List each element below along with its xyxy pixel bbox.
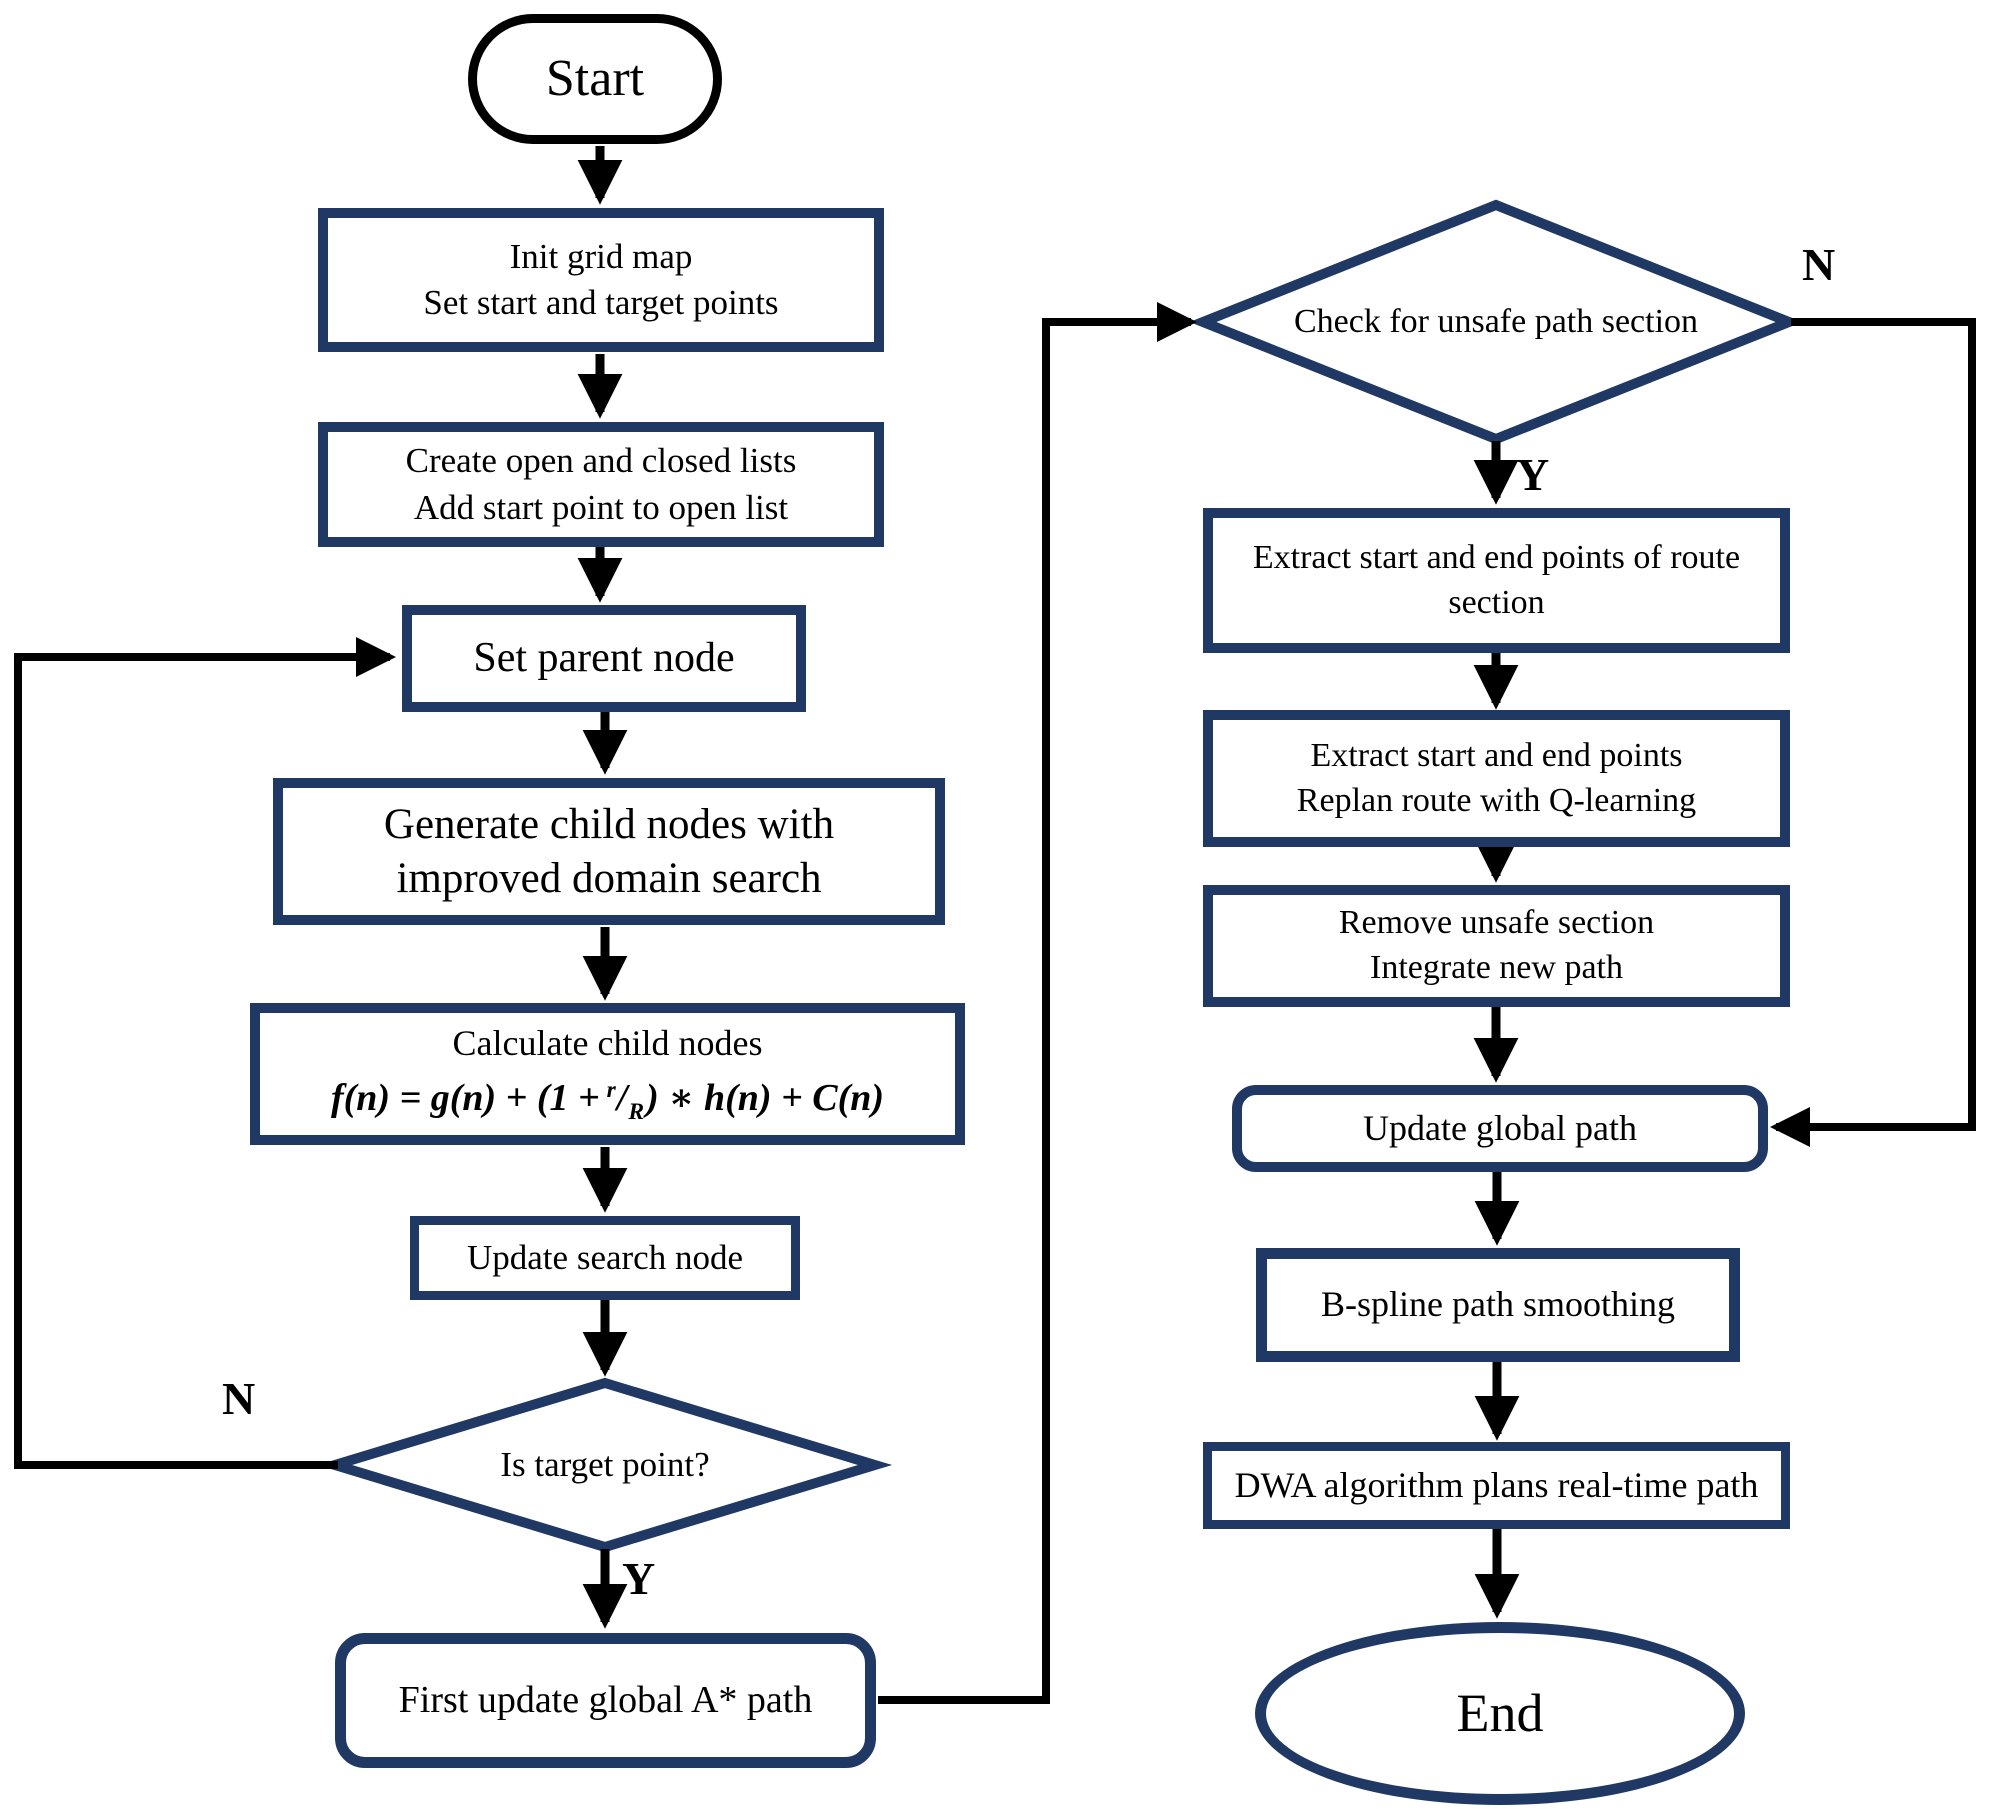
- bspline-label: B-spline path smoothing: [1321, 1284, 1675, 1325]
- create-lists-line1: Create open and closed lists: [405, 441, 797, 481]
- first-update-label: First update global A* path: [398, 1679, 813, 1722]
- check-unsafe-path-diamond: [1189, 199, 1803, 445]
- cost-formula: f(n) = g(n) + (1 +r/R) ∗ h(n) + C(n): [331, 1073, 884, 1128]
- check-unsafe-text: Check for unsafe path section: [1293, 303, 1699, 340]
- update-search-node: Update search node: [410, 1216, 800, 1300]
- dwa-node: DWA algorithm plans real-time path: [1203, 1442, 1790, 1529]
- label-no-check-unsafe: N: [1802, 239, 1836, 290]
- formula-denominator: R: [628, 1099, 645, 1125]
- edge-first-update-to-check-unsafe: [878, 302, 1197, 1704]
- extract-route-node: Extract start and end points of route se…: [1203, 508, 1790, 653]
- calculate-children-title: Calculate child nodes: [452, 1022, 763, 1063]
- formula-numerator: r: [606, 1076, 616, 1103]
- extract-route-line2: section: [1448, 583, 1545, 621]
- set-parent-node: Set parent node: [402, 605, 806, 712]
- generate-children-line2: improved domain search: [396, 854, 822, 902]
- first-update-node: First update global A* path: [335, 1633, 876, 1768]
- create-lists-line2: Add start point to open list: [413, 487, 789, 527]
- is-target-point-diamond: [317, 1377, 893, 1553]
- extract-route-line1: Extract start and end points of route: [1252, 538, 1741, 576]
- label-yes-check-unsafe: Y: [1516, 449, 1550, 500]
- end-label: End: [1456, 1682, 1544, 1743]
- label-no-is-target: N: [222, 1373, 256, 1424]
- replan-node: Extract start and end points Replan rout…: [1203, 710, 1790, 847]
- set-parent-label: Set parent node: [473, 634, 735, 681]
- remove-unsafe-line2: Integrate new path: [1370, 949, 1623, 986]
- update-global-node: Update global path: [1232, 1085, 1768, 1172]
- calculate-children-node: Calculate child nodes f(n) = g(n) + (1 +…: [250, 1003, 965, 1145]
- init-grid-node: Init grid map Set start and target point…: [318, 208, 884, 352]
- bspline-node: B-spline path smoothing: [1256, 1248, 1740, 1362]
- init-grid-line2: Set start and target points: [423, 283, 779, 322]
- update-search-label: Update search node: [467, 1237, 743, 1277]
- formula-suffix: ) ∗ h(n) + C(n): [646, 1077, 885, 1120]
- formula-prefix: f(n) = g(n) + (1 +: [330, 1077, 600, 1120]
- init-grid-line1: Init grid map: [509, 236, 693, 276]
- start-label: Start: [545, 49, 645, 107]
- label-yes-is-target: Y: [622, 1553, 656, 1604]
- generate-children-line1: Generate child nodes with: [383, 800, 835, 848]
- start-node: Start: [468, 14, 722, 144]
- update-global-label: Update global path: [1363, 1107, 1637, 1148]
- formula-slash: /: [616, 1077, 628, 1120]
- create-lists-node: Create open and closed lists Add start p…: [318, 422, 884, 547]
- replan-line2: Replan route with Q-learning: [1296, 781, 1697, 819]
- remove-unsafe-line1: Remove unsafe section: [1338, 904, 1655, 942]
- dwa-label: DWA algorithm plans real-time path: [1234, 1464, 1759, 1505]
- generate-children-node: Generate child nodes with improved domai…: [273, 778, 945, 925]
- edge-is-target-no-loop: [14, 637, 396, 1469]
- remove-unsafe-node: Remove unsafe section Integrate new path: [1203, 885, 1790, 1007]
- replan-line1: Extract start and end points: [1310, 736, 1683, 774]
- end-node: End: [1255, 1622, 1745, 1805]
- is-target-point-text: Is target point?: [500, 1445, 710, 1484]
- edge-check-unsafe-no-to-update-global: [1770, 318, 1976, 1147]
